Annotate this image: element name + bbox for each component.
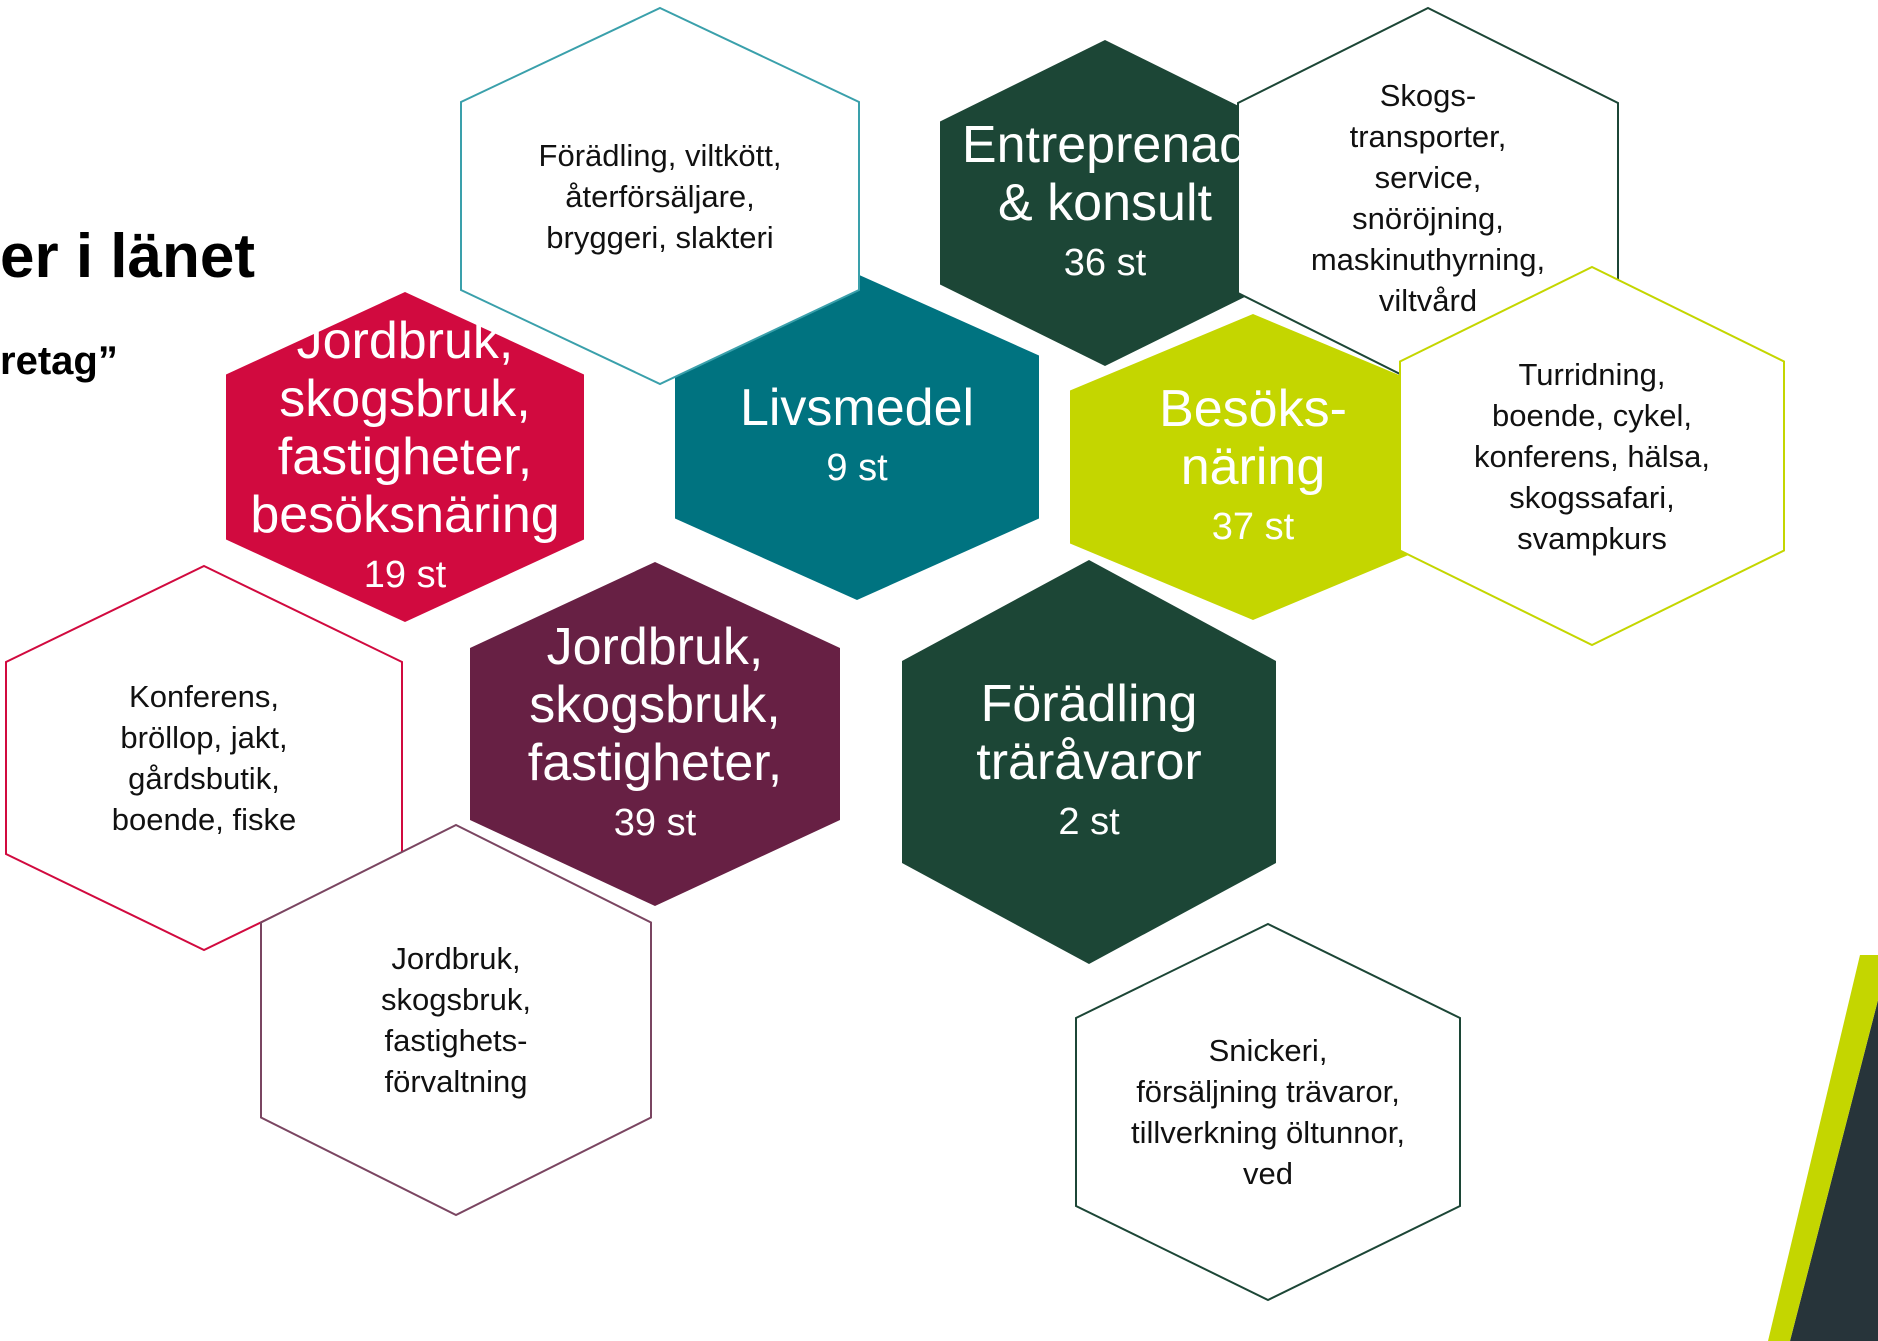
hexagon-foradling-detail — [1075, 922, 1461, 1302]
hexagon-label-line: näring — [1180, 438, 1326, 496]
hexagon-jordbruk-1-detail — [5, 564, 403, 952]
hexagon-jordbruk-2 — [470, 562, 840, 906]
hexagon-text-livsmedel: Livsmedel 9 st — [675, 274, 1039, 600]
hexagon-jordbruk-2-detail — [260, 823, 652, 1217]
hexagon-text-entreprenad: Entreprenad& konsult 36 st — [940, 40, 1270, 366]
hexagon-text-foradling-detail: Snickeri, försäljning trävaror, tillverkni… — [1076, 924, 1460, 1300]
hexagon-label-line: skogsbruk, — [381, 982, 531, 1017]
hexagon-label-line: bröllop, jakt, — [120, 720, 288, 755]
hexagon-label-line: Jordbruk, — [296, 312, 514, 370]
hexagon-jordbruk-1 — [226, 292, 584, 622]
hexagon-label-line: skogssafari, — [1509, 479, 1675, 515]
hexagon-label-line: Förädling — [980, 675, 1198, 733]
hexagon-livsmedel-detail — [460, 6, 860, 386]
hexagon-label-line: återförsäljare, — [565, 178, 755, 214]
hexagon-count: 19 st — [363, 554, 447, 596]
hexagon-label-line: förvaltning — [384, 1064, 528, 1099]
hexagon-label-line: gårdsbutik, — [128, 761, 280, 796]
hexagon-label-line: Livsmedel — [739, 379, 975, 437]
page-subtitle: retag” — [0, 339, 118, 383]
hexagon-label-line: svampkurs — [1517, 520, 1667, 556]
hexagon-count: 39 st — [613, 802, 697, 844]
hexagon-label-line: Konferens, — [129, 679, 279, 714]
hexagon-besoksnaring — [1070, 314, 1436, 620]
hexagon-label-line: besöksnäring — [250, 486, 560, 544]
hexagon-label-line: fastigheter, — [527, 734, 783, 792]
hexagon-text-besok-detail: Turridning, boende, cykel, konferens, häls… — [1400, 267, 1784, 645]
hexagon-livsmedel — [675, 274, 1039, 600]
hexagon-foradling-travaror — [902, 560, 1276, 964]
hexagon-label-line: Snickeri, — [1208, 1033, 1328, 1068]
hexagon-label-line: transporter, — [1349, 119, 1507, 154]
hexagon-label-line: Jordbruk, — [391, 941, 521, 976]
hexagon-count: 36 st — [1063, 242, 1147, 284]
hexagon-label-line: Skogs- — [1379, 78, 1477, 113]
hexagon-text-livsmedel-detail: Förädling, viltkött, återförsäljare, brygg… — [461, 8, 859, 384]
hexagon-label-line: skogsbruk, — [279, 370, 531, 428]
hexagon-text-jordbruk-2-detail: Jordbruk, skogsbruk, fastighets-förvaltnin… — [261, 825, 651, 1215]
hexagon-label-line: & konsult — [998, 174, 1212, 232]
hexagon-label-line: bryggeri, slakteri — [546, 219, 774, 255]
hexagon-label-line: fastighets- — [384, 1023, 528, 1058]
hexagon-label-line: tillverkning öltunnor, — [1131, 1115, 1405, 1150]
hexagon-label-line: Entreprenad — [961, 116, 1249, 174]
hexagon-besok-detail — [1399, 265, 1785, 647]
hexagon-label-line: viltvård — [1378, 283, 1478, 318]
hexagon-label-line: försäljning trävaror, — [1136, 1074, 1400, 1109]
hexagon-label-line: fastigheter, — [277, 428, 533, 486]
hexagon-text-jordbruk-1: Jordbruk,skogsbruk,fastigheter,besöksnär… — [226, 292, 584, 622]
hexagon-entreprenad — [940, 40, 1270, 366]
hexagon-count: 2 st — [1058, 801, 1120, 843]
corner-stripe-shape — [1768, 955, 1878, 1341]
hexagon-label-line: snöröjning, — [1352, 201, 1504, 236]
hexagon-label-line: service, — [1374, 160, 1482, 195]
hexagon-label-line: boende, cykel, — [1492, 397, 1692, 433]
hexagon-label-line: Besöks- — [1159, 380, 1347, 438]
hexagon-text-besoksnaring: Besöks-näring 37 st — [1070, 314, 1436, 620]
hexagon-count: 37 st — [1211, 506, 1295, 548]
hexagon-label-line: träråvaror — [976, 733, 1202, 791]
hexagon-text-entreprenad-detail: Skogs-transporter, service, snöröjning, mas… — [1238, 8, 1618, 388]
hexagon-label-line: Jordbruk, — [546, 618, 764, 676]
hexagon-label-line: Förädling, viltkött, — [538, 137, 782, 173]
hexagon-text-jordbruk-2: Jordbruk,skogsbruk,fastigheter, 39 st — [470, 562, 840, 906]
hexagon-label-line: ved — [1243, 1156, 1293, 1191]
hexagon-label-line: konferens, hälsa, — [1473, 438, 1711, 474]
hexagon-label-line: skogsbruk, — [529, 676, 781, 734]
hexagon-text-jordbruk-1-detail: Konferens, bröllop, jakt, gårdsbutik, boend… — [6, 566, 402, 950]
hexagon-count: 9 st — [826, 447, 888, 489]
hexagon-label-line: Turridning, — [1518, 356, 1666, 392]
hexagon-label-line: boende, fiske — [111, 802, 297, 837]
hexagon-label-line: maskinuthyrning, — [1310, 242, 1546, 277]
page-title: er i länet — [0, 222, 255, 291]
